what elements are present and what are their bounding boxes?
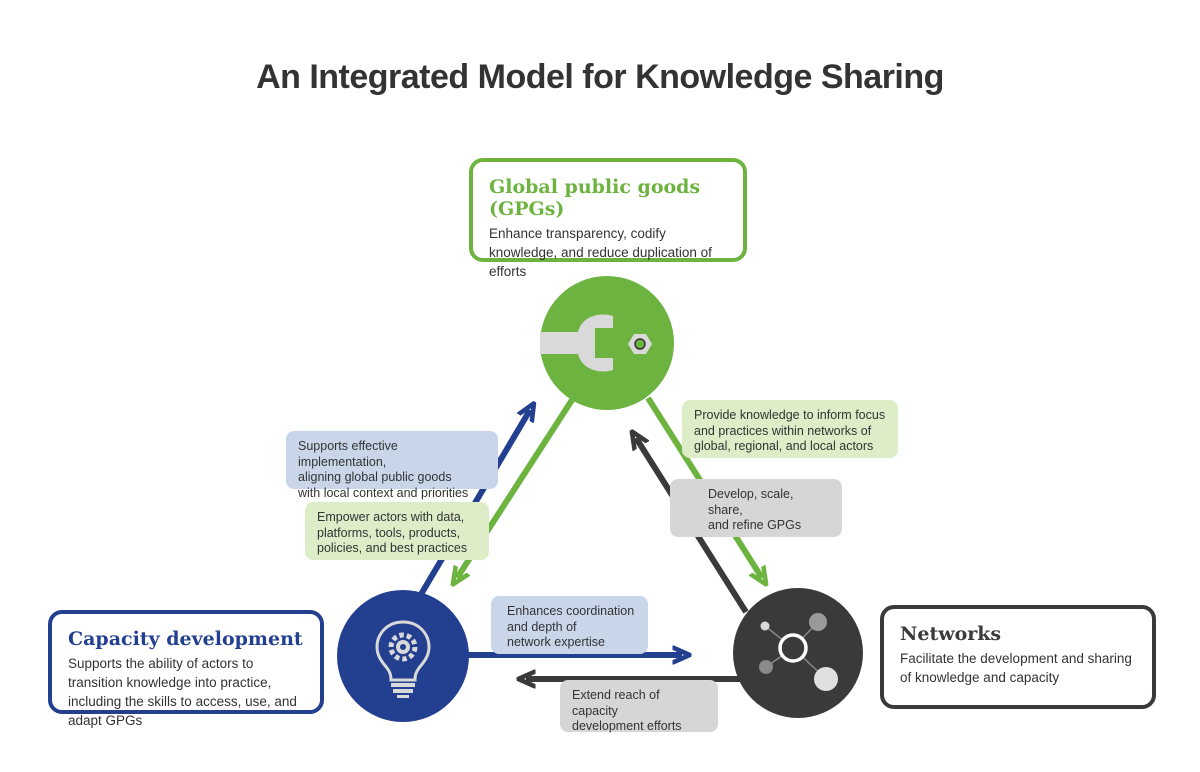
edge-label-capacity-to-networks: Enhances coordination and depth of netwo… (491, 596, 648, 654)
gpg-node-circle (540, 276, 674, 410)
capacity-box: Capacity development Supports the abilit… (48, 610, 324, 728)
edge-label-gpg-to-capacity: Empower actors with data, platforms, too… (305, 502, 489, 560)
capacity-node-circle (337, 590, 469, 722)
networks-node-circle (733, 588, 863, 718)
edge-label-networks-to-capacity: Extend reach of capacity development eff… (560, 680, 718, 733)
page-title: An Integrated Model for Knowledge Sharin… (256, 58, 944, 96)
capacity-description: Supports the ability of actors to transi… (68, 656, 297, 728)
network-icon (759, 613, 838, 691)
networks-title: Networks (900, 623, 1002, 645)
wrench-icon (540, 314, 652, 372)
gpg-description: Enhance transparency, codify knowledge, … (489, 226, 712, 279)
edge-label-gpg-to-networks: Provide knowledge to inform focus and pr… (682, 400, 898, 458)
edge-label-capacity-to-gpg: Supports effective implementation, align… (286, 431, 498, 500)
gpg-box: Global public goods (GPGs) Enhance trans… (469, 158, 747, 279)
networks-box: Networks Facilitate the development and … (880, 605, 1156, 709)
gpg-title: Global public goods (GPGs) (489, 176, 701, 220)
capacity-title: Capacity development (68, 628, 303, 650)
lightbulb-gear-icon (375, 620, 431, 698)
networks-description: Facilitate the development and sharing o… (900, 651, 1132, 685)
edge-label-networks-to-gpg: Develop, scale, share, and refine GPGs (670, 479, 842, 537)
